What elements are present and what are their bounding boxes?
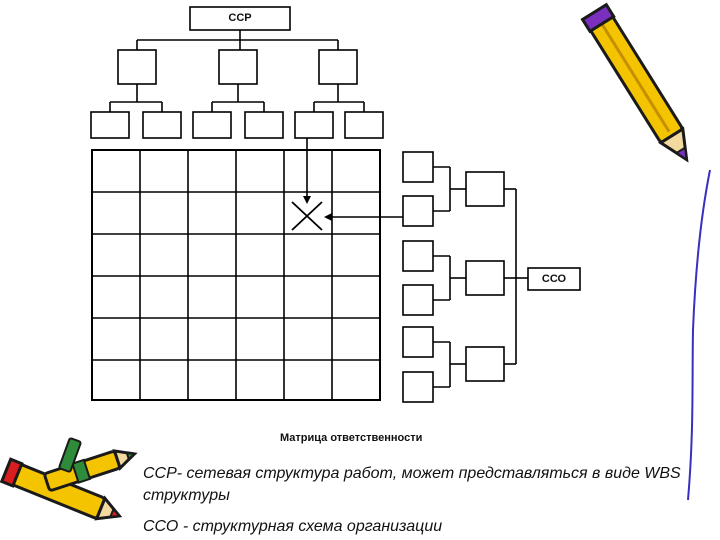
note-sso: ССО - структурная схема организации [143,518,443,535]
obs-leaf-6 [402,371,434,403]
obs-leaf-2 [402,195,434,227]
pencils-icon [0,437,138,521]
wbs-root-label: ССР [228,12,252,24]
wbs-leaf-4 [244,111,284,139]
wbs-node-1 [117,49,157,85]
matrix-caption: Матрица ответственности [280,432,423,444]
obs-leaf-5 [402,326,434,358]
intersection-x-mark [291,201,323,231]
wbs-node-3 [318,49,358,85]
obs-leaf-4 [402,284,434,316]
obs-leaf-1 [402,151,434,183]
wbs-leaf-5 [294,111,334,139]
obs-root-box [527,267,581,291]
wbs-leaf-6 [344,111,384,139]
note-ssr: ССР- сетевая структура работ, может пред… [143,465,681,504]
obs-node-1 [465,171,505,207]
wbs-leaf-3 [192,111,232,139]
wbs-leaf-2 [142,111,182,139]
accent-line [687,169,711,501]
responsibility-matrix-grid [91,149,381,401]
obs-leaf-3 [402,240,434,272]
pencil-icon [580,2,689,163]
wbs-leaf-1 [90,111,130,139]
wbs-node-2 [218,49,258,85]
obs-node-2 [465,260,505,296]
obs-root-label: ССО [541,273,567,285]
obs-node-3 [465,346,505,382]
